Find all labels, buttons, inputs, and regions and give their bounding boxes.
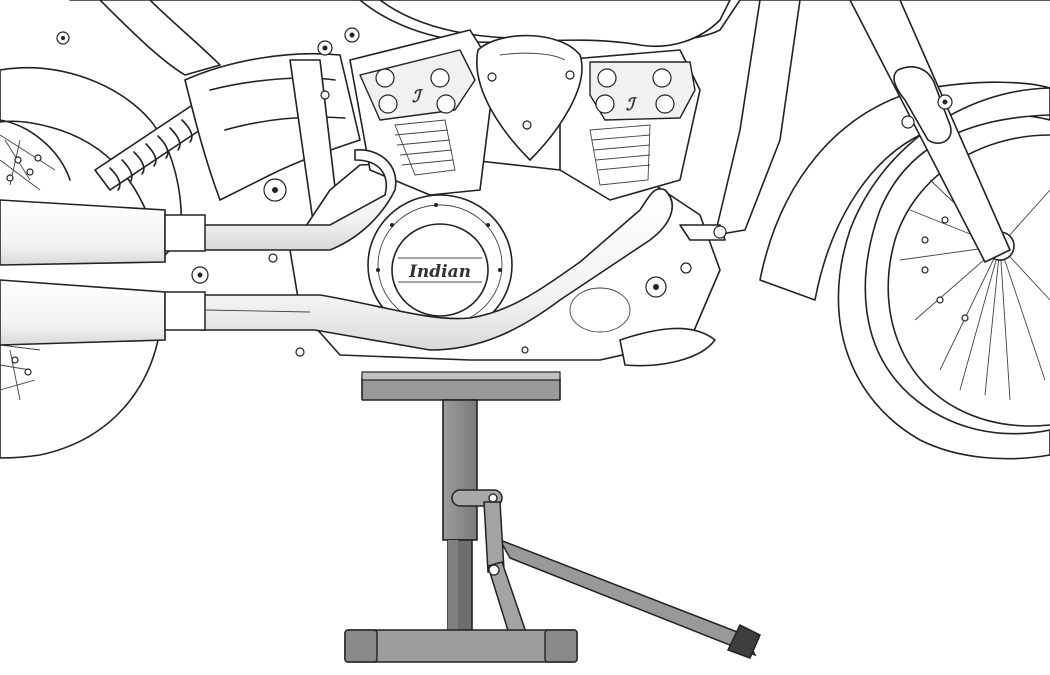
- exhaust-system: [0, 149, 674, 351]
- jack-link-upper: [483, 501, 505, 573]
- frame-side-cover: [184, 27, 361, 236]
- front-cylinder: ℐ: [559, 49, 701, 201]
- upper-muffler: [0, 199, 166, 266]
- front-end: [679, 0, 1050, 460]
- motorcycle-jack-stand: [344, 371, 761, 663]
- rear-wheel: [0, 66, 183, 459]
- engine-brand-logo: Indian: [408, 262, 471, 282]
- primary-cover: Indian: [367, 194, 513, 336]
- rear-rim: [0, 119, 71, 401]
- lower-muffler: [0, 279, 166, 346]
- jack-lever-arm: [498, 538, 757, 657]
- jack-top-platform: [361, 377, 561, 401]
- engine-case-right: [569, 262, 716, 367]
- engine: ℐ ℐ Indian: [191, 29, 721, 367]
- air-cleaner: [476, 34, 583, 161]
- jack-upper-post: [442, 399, 478, 541]
- rear-cylinder: ℐ: [349, 29, 496, 196]
- engine-bolts: [191, 90, 529, 357]
- jack-lever-handle: [726, 623, 761, 659]
- jack-base: [344, 629, 578, 663]
